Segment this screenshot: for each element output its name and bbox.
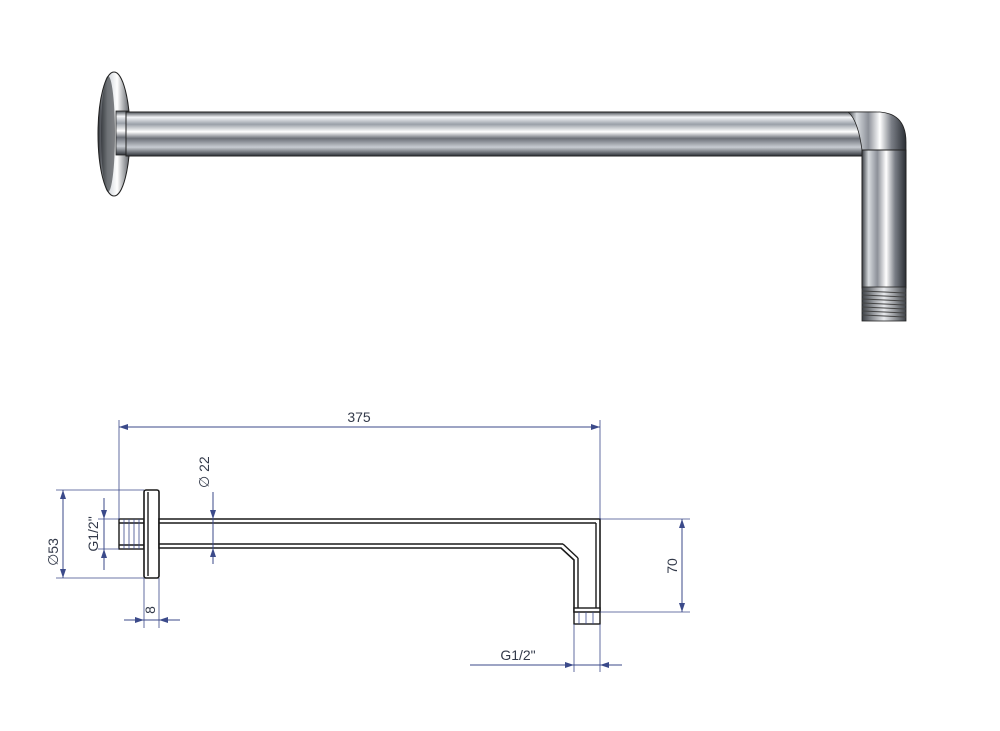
- length-label: 375: [347, 409, 371, 425]
- drop-height-label: 70: [664, 558, 680, 574]
- dimension-flange-thickness: 8: [124, 578, 180, 628]
- outlet-thread-label: G1/2": [500, 647, 535, 663]
- render-flange-face: [101, 76, 115, 192]
- dimension-drop-height: 70: [600, 518, 690, 613]
- technical-view: [118, 489, 601, 625]
- render-vertical-arm: [861, 149, 907, 289]
- render-outlet-thread: [861, 286, 907, 322]
- flange-diameter-label: ∅53: [45, 538, 61, 566]
- dimension-flange-diameter: ∅53: [45, 489, 144, 579]
- inlet-thread-block: [118, 518, 145, 550]
- product-render: [97, 71, 907, 322]
- pipe-diameter-label: ∅ 22: [196, 456, 212, 488]
- render-horizontal-arm: [125, 111, 906, 157]
- dimension-inlet-thread: G1/2": [85, 498, 119, 570]
- inlet-thread-label: G1/2": [85, 516, 101, 551]
- dimension-pipe-diameter: ∅ 22: [196, 456, 216, 564]
- outlet-thread-block: [573, 607, 601, 625]
- arm-profile: [158, 518, 601, 613]
- dimension-overall-length: 375: [118, 409, 601, 519]
- flange-profile: [143, 489, 160, 579]
- dimension-outlet-thread: G1/2": [470, 624, 622, 672]
- flange-thickness-label: 8: [142, 606, 158, 614]
